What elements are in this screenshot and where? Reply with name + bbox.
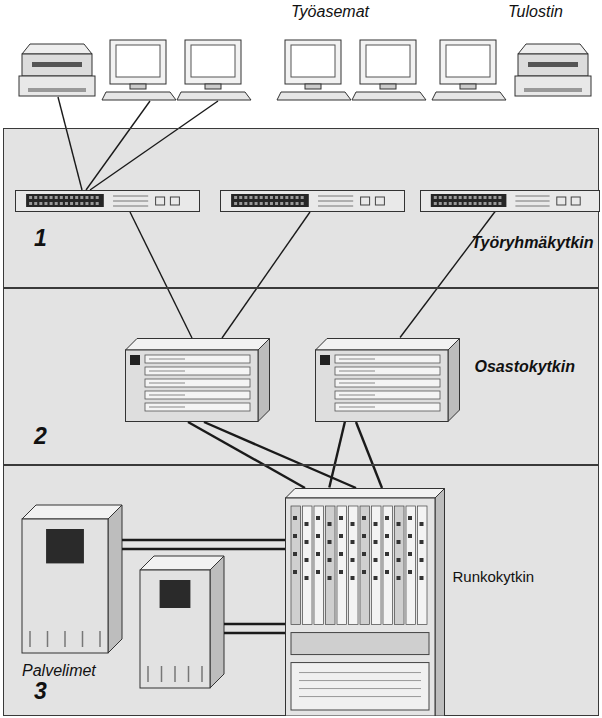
- device-label: Työryhmäkytkin: [471, 234, 593, 252]
- printer-label: Tulostin: [508, 3, 563, 21]
- band-ground: [3, 465, 599, 716]
- device-icons: [16, 40, 592, 688]
- band-number: 1: [34, 225, 47, 251]
- workgroup-switch: Työryhmäkytkin: [420, 190, 600, 212]
- dept-drawing: [315, 338, 460, 422]
- server-label: Palvelimet: [22, 662, 96, 680]
- department-switch: Osastokytkin: [315, 338, 460, 422]
- wg-drawing: [420, 190, 600, 212]
- band-number: 3: [34, 678, 47, 704]
- layer-band: 2 Osastokytkin: [3, 288, 599, 465]
- device-label: Runkokytkin: [453, 568, 535, 585]
- band-ground: [3, 128, 599, 288]
- core-switch: Runkokytkin: [285, 488, 445, 716]
- layer-band: 1 Työryhmäkytkin: [3, 128, 599, 288]
- band-number: 2: [34, 423, 47, 449]
- network-link: [400, 212, 495, 338]
- device-label: Osastokytkin: [475, 358, 575, 376]
- band-ground: [3, 288, 599, 465]
- network-link: [329, 422, 345, 488]
- group-label: Työasemat: [291, 3, 369, 21]
- core-drawing: [285, 488, 445, 716]
